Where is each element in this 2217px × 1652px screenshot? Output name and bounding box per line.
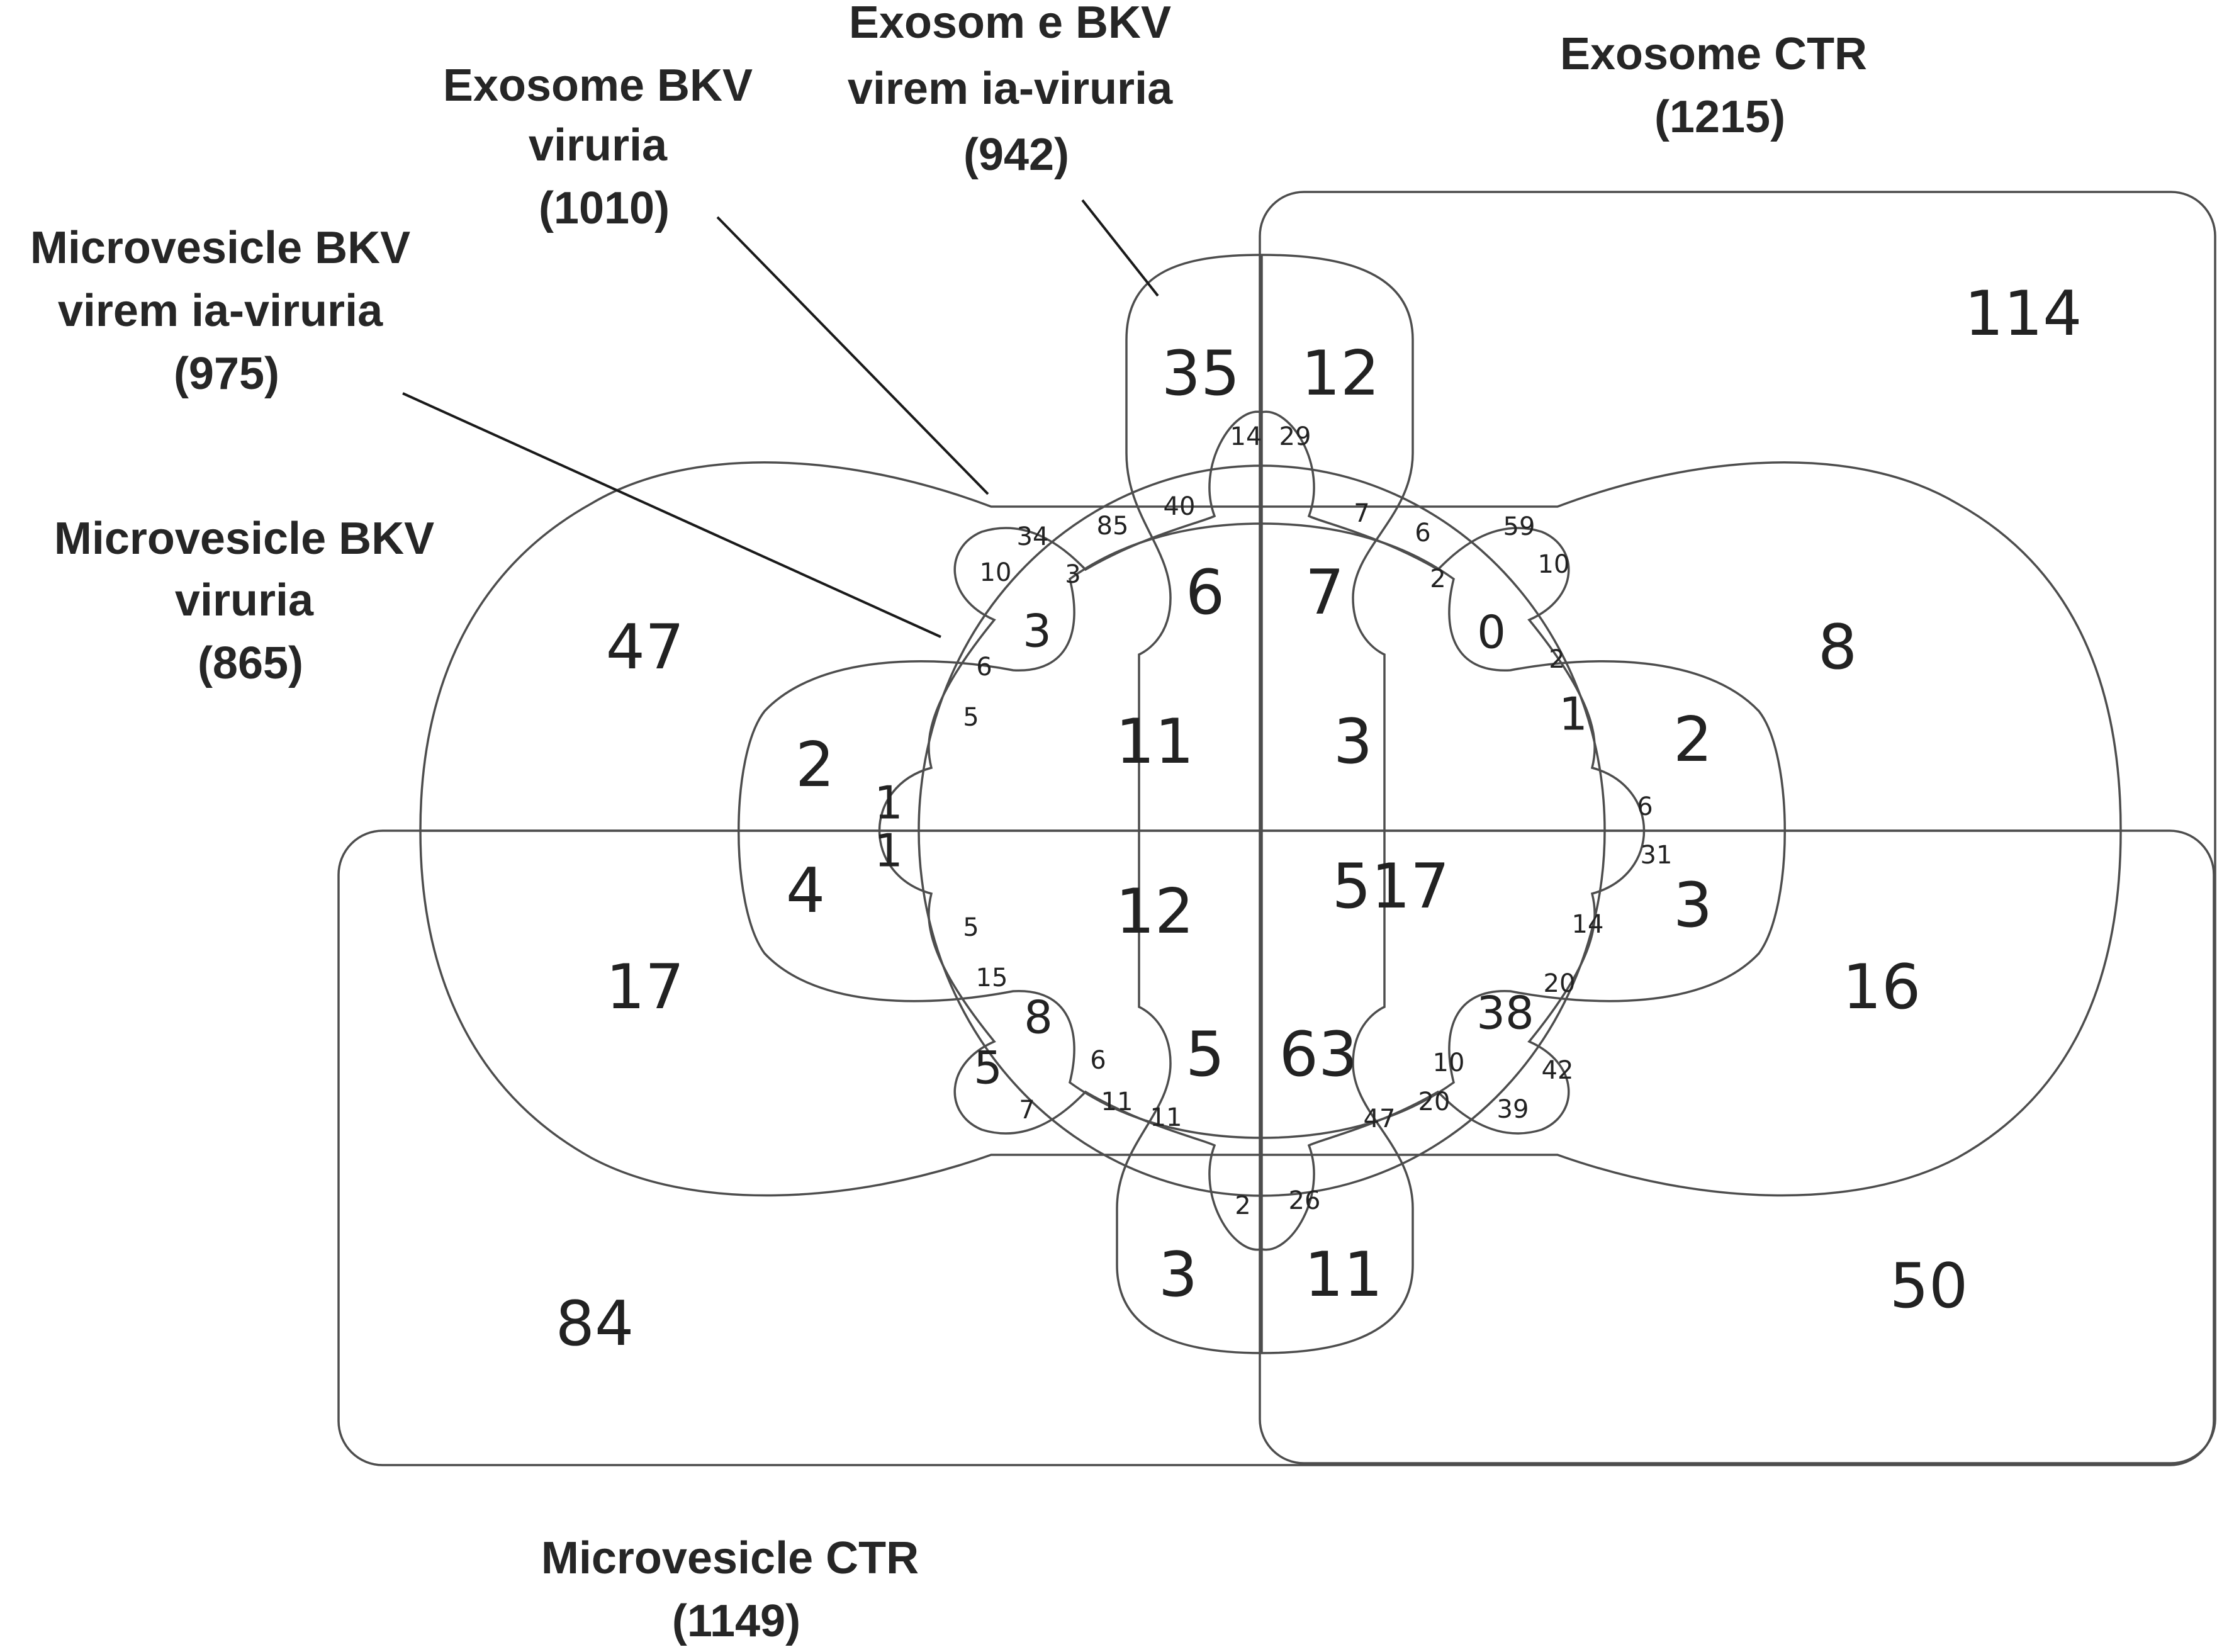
region-count: 2 (1430, 565, 1445, 593)
microvesicle-ctr-set (337, 829, 2215, 1466)
region-count: 11 (1305, 1239, 1383, 1311)
region-count: 16 (1843, 952, 1921, 1023)
region-count: 8 (1818, 612, 1857, 683)
microvesicle-viruria-set (419, 461, 2122, 1197)
region-count: 14 (1230, 422, 1262, 451)
region-count: 2 (1235, 1191, 1250, 1220)
region-count: 26 (1289, 1186, 1321, 1215)
region-count: 40 (1164, 492, 1196, 521)
region-count: 6 (1415, 519, 1430, 548)
region-count: 84 (556, 1288, 634, 1360)
region-count: 5 (974, 1042, 1002, 1094)
region-count: 10 (1538, 550, 1570, 579)
region-count: 4 (786, 855, 825, 927)
label-microvesicle-ctr: Microvesicle CTR (1149) (541, 1533, 931, 1646)
region-count: 42 (1542, 1056, 1574, 1085)
label-exosome-ctr: Exosome CTR (1215) (1560, 29, 1880, 142)
leader-exosome-viremia (1081, 199, 1159, 297)
region-count: 11 (1101, 1087, 1133, 1116)
label-exosome-viruria: Exosome BKV viruria (1010) (443, 60, 765, 233)
region-count: 7 (1019, 1096, 1035, 1125)
region-count: 35 (1162, 338, 1240, 410)
region-count: 47 (1364, 1104, 1396, 1133)
region-count: 1 (874, 777, 903, 829)
region-count: 6 (1090, 1046, 1106, 1075)
region-count: 10 (1433, 1048, 1465, 1077)
region-count: 59 (1503, 512, 1535, 541)
leader-exosome-viruria (716, 216, 989, 495)
region-count: 5 (963, 913, 979, 942)
region-count: 31 (1641, 841, 1673, 870)
region-count: 3 (1333, 706, 1372, 778)
region-count: 50 (1890, 1250, 1968, 1322)
region-count: 3 (1023, 605, 1052, 658)
region-count: 3 (1065, 560, 1080, 589)
region-count: 12 (1116, 876, 1194, 948)
region-count: 85 (1097, 512, 1129, 541)
region-count: 11 (1150, 1103, 1182, 1132)
region-count: 1 (874, 824, 903, 877)
exosome-viremia-viruria-set (1116, 254, 1414, 1354)
region-count: 2 (1673, 704, 1712, 776)
region-count: 0 (1477, 606, 1506, 659)
region-count: 34 (1017, 522, 1049, 551)
region-count: 10 (980, 558, 1012, 587)
region-count: 15 (976, 964, 1008, 992)
region-count: 3 (1673, 870, 1712, 941)
region-count: 2 (1549, 645, 1564, 674)
region-count: 517 (1332, 851, 1449, 923)
region-count: 8 (1024, 991, 1053, 1044)
region-count: 7 (1354, 499, 1369, 528)
region-count: 47 (606, 612, 685, 683)
region-count: 3 (1159, 1239, 1198, 1311)
region-count: 6 (1186, 557, 1225, 629)
leader-microvesicle-viremia (402, 392, 941, 638)
exosome-viruria-set (878, 410, 1646, 1251)
region-count: 6 (1637, 792, 1653, 821)
region-count: 63 (1279, 1019, 1358, 1091)
region-count: 17 (606, 952, 685, 1023)
label-microvesicle-viremia: Microvesicle BKV virem ia-viruria (975) (30, 223, 423, 399)
region-count: 114 (1964, 278, 2082, 350)
region-count: 1 (1559, 688, 1588, 741)
region-count: 5 (1186, 1019, 1225, 1091)
exosome-ctr-set (1259, 191, 2216, 1464)
region-count: 20 (1418, 1087, 1451, 1116)
region-count: 29 (1279, 422, 1311, 451)
region-count: 2 (795, 729, 834, 801)
region-count: 39 (1497, 1095, 1529, 1124)
region-count: 14 (1572, 910, 1604, 939)
region-count: 38 (1476, 987, 1534, 1040)
region-count: 20 (1544, 969, 1576, 998)
region-count: 7 (1305, 557, 1344, 629)
region-count: 5 (963, 703, 979, 732)
label-exosome-viremia: Exosom e BKV virem ia-viruria (942) (848, 0, 1185, 180)
microvesicle-viremia-viruria-set (738, 522, 1786, 1139)
region-count: 6 (976, 653, 992, 682)
region-count: 11 (1116, 706, 1194, 778)
label-microvesicle-viruria: Microvesicle BKV viruria (865) (54, 514, 447, 688)
region-count: 12 (1301, 338, 1380, 410)
